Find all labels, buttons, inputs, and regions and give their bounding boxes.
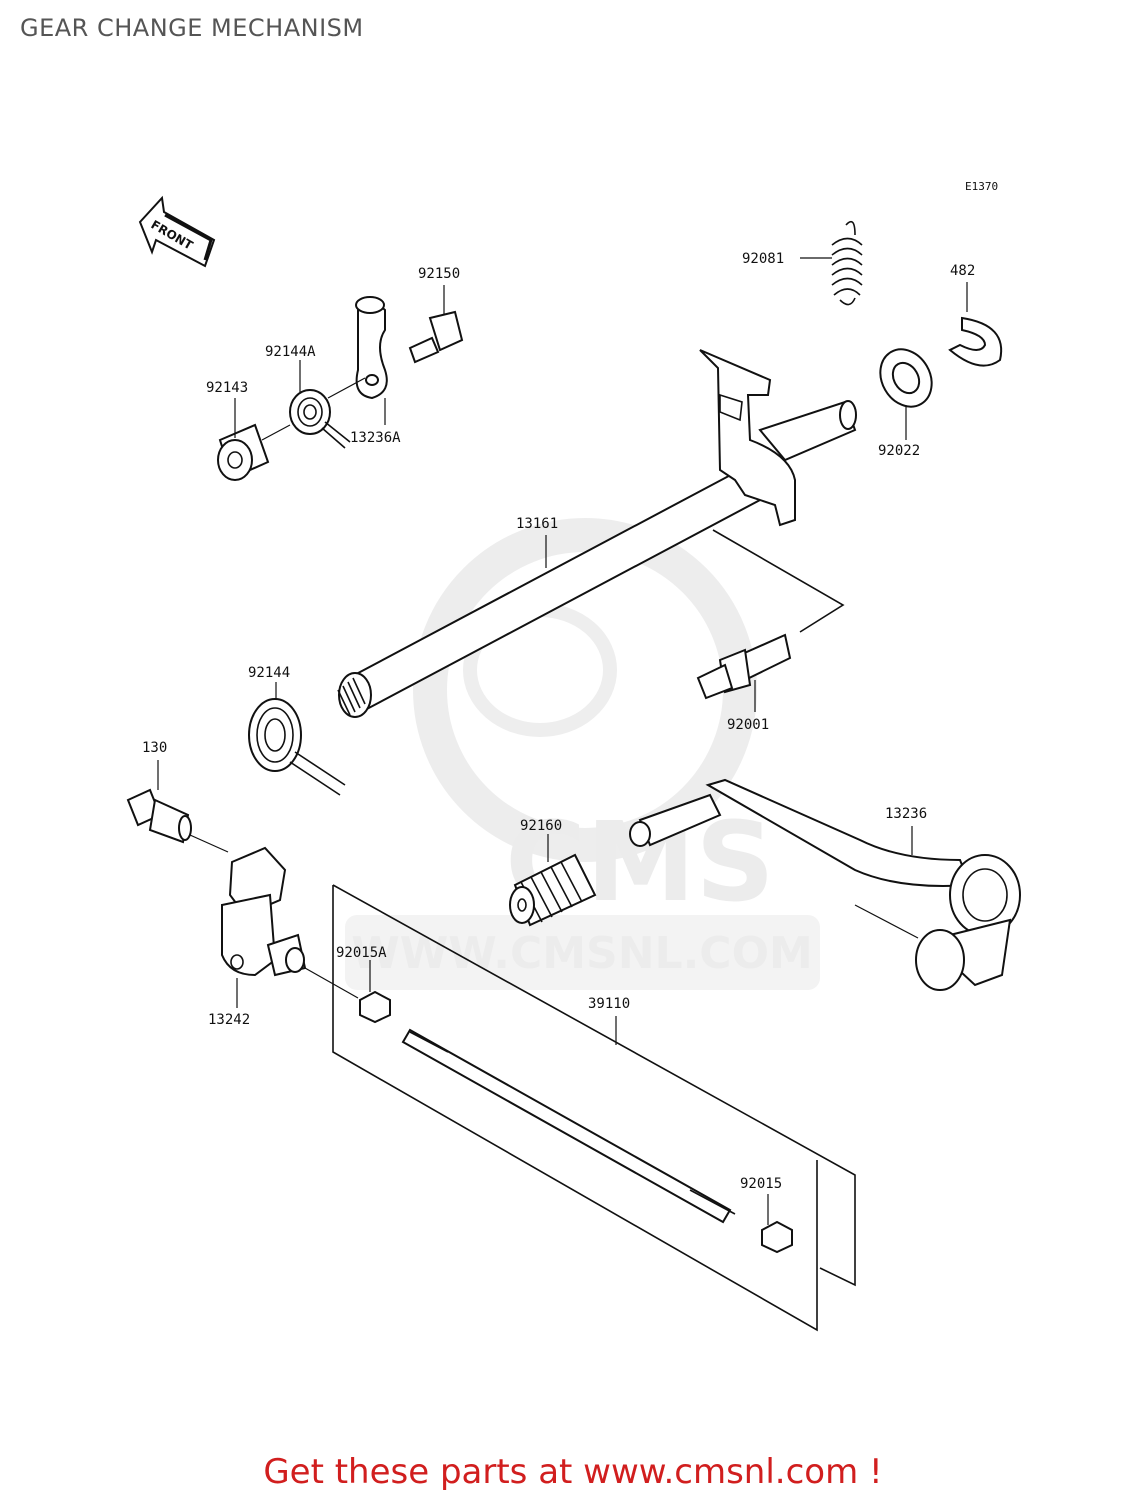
cmsnl-watermark: CMS WWW.CMSNL.COM [345, 518, 820, 990]
label-92144A: 92144A [265, 344, 316, 360]
part-130-bolt: 130 [126, 740, 229, 853]
page-title: GEAR CHANGE MECHANISM [20, 14, 364, 42]
label-92022: 92022 [878, 443, 920, 459]
part-92160-rubber: 92160 [509, 818, 597, 927]
part-92001-bolt: 92001 [696, 633, 792, 733]
rod-assembly-bracket [332, 884, 856, 1332]
front-arrow-icon: FRONT [138, 195, 216, 268]
part-92150-bolt: 92150 [408, 266, 464, 364]
label-13236A: 13236A [350, 430, 401, 446]
label-482: 482 [950, 263, 975, 279]
part-13236A-lever: 13236A [350, 296, 401, 446]
part-13236-pedal: 13236 [629, 778, 1021, 991]
label-130: 130 [142, 740, 167, 756]
part-92015-nut: 92015 [740, 1176, 793, 1254]
label-92143: 92143 [206, 380, 248, 396]
label-39110: 39110 [588, 996, 630, 1012]
label-13161: 13161 [516, 516, 558, 532]
label-92015: 92015 [740, 1176, 782, 1192]
part-92022-washer: 92022 [878, 348, 933, 459]
part-92015A-nut: 92015A [336, 945, 391, 1024]
part-13161-shaft: 13161 [337, 349, 857, 718]
part-13242-lever: 13242 [208, 846, 359, 1028]
label-92081: 92081 [742, 251, 784, 267]
label-13242: 13242 [208, 1012, 250, 1028]
label-13236: 13236 [885, 806, 927, 822]
label-92001: 92001 [727, 717, 769, 733]
label-92015A: 92015A [336, 945, 387, 961]
part-482-circlip: 482 [948, 263, 1003, 367]
part-39110-rod: 39110 [401, 996, 736, 1224]
label-92160: 92160 [520, 818, 562, 834]
label-92144: 92144 [248, 665, 290, 681]
label-92150: 92150 [418, 266, 460, 282]
part-92144-spring: 92144 [248, 665, 346, 796]
part-92144A-spring: 92144A [265, 344, 366, 449]
diagram-code: E1370 [965, 180, 998, 193]
part-92081-spring: 92081 [742, 220, 863, 306]
part-92143-collar: 92143 [206, 380, 291, 481]
get-parts-link[interactable]: Get these parts at www.cmsnl.com ! [263, 1452, 883, 1492]
watermark-url: WWW.CMSNL.COM [351, 928, 813, 979]
